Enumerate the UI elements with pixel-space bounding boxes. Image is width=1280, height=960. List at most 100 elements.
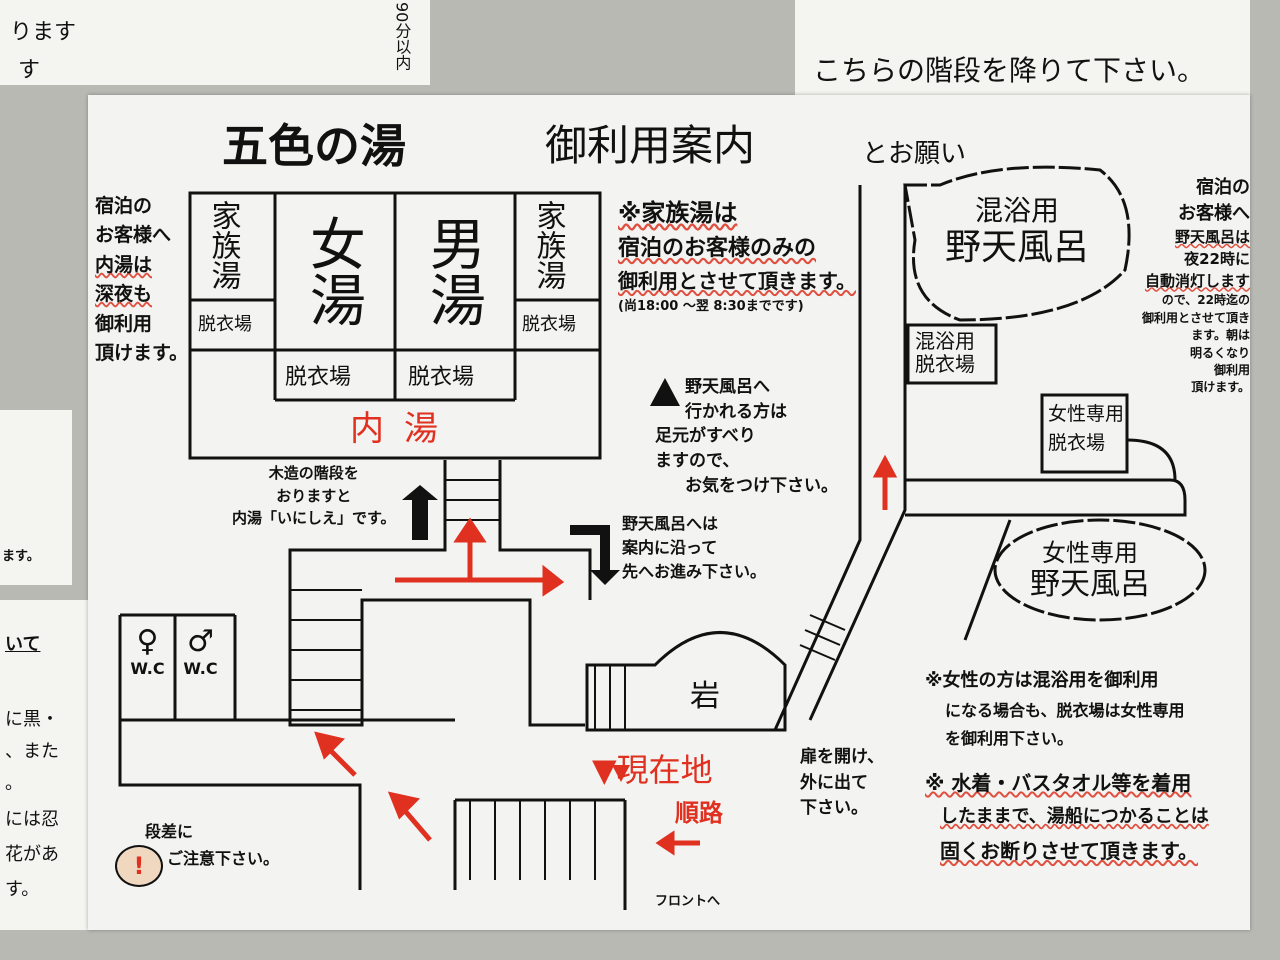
note-line: ご注意下さい。 <box>167 849 280 869</box>
note-line: 頂けます。 <box>1191 380 1250 395</box>
note-text: ります <box>10 20 77 45</box>
left-indoor-note: 宿泊の お客様へ 内湯は 深夜も 御利用 頂けます。 <box>95 192 188 369</box>
women-changing-note: ※女性の方は混浴用を御利用 になる場合も、脱衣場は女性専用 を御利用下さい。 <box>925 665 1185 753</box>
wc-women: ♀ W.C <box>125 624 170 678</box>
note-text: ます。 <box>2 549 40 564</box>
stairs-down-notice: こちらの階段を降りて下さい。 <box>813 54 1206 87</box>
note-line: 内湯「いにしえ」です。 <box>232 509 396 527</box>
note-line: 足元がすべり <box>655 426 756 447</box>
wall-note-top-left: ります す 90分以内 <box>0 0 430 85</box>
note-vertical-text: 90分以内 <box>392 2 412 71</box>
indoor-bath: 内湯 <box>350 409 458 449</box>
changing-room-men: 脱衣場 <box>408 365 475 390</box>
note-line: ますので、 <box>655 450 740 471</box>
current-location-label: ▼現在地 <box>592 751 713 789</box>
note-line: 御利用とさせて頂き <box>1141 310 1250 325</box>
label-line: 混浴用 <box>915 329 975 353</box>
open-air-caution-note: 野天風呂へ 行かれる方は 足元がすべり ますので、 お気をつけ下さい。 <box>655 375 838 498</box>
route-arrows <box>314 454 898 856</box>
note-line: (尚18:00 〜翌 8:30までです) <box>618 299 804 315</box>
poster-title: 五色の湯 <box>222 119 406 173</box>
rock-label: 岩 <box>690 679 720 714</box>
wooden-stairs-note: 木造の階段を おりますと 内湯「いにしえ」です。 <box>232 462 396 530</box>
family-bath-note: ※家族湯は 宿泊のお客様のみの 御利用とさせて頂きます。 (尚18:00 〜翌 … <box>618 195 856 317</box>
note-text: す。 <box>5 879 40 900</box>
note-line: 御利用とさせて頂きます。 <box>618 269 856 294</box>
note-line: 宿泊の <box>95 195 153 217</box>
women-open-air-bath: 女性専用 野天風呂 <box>1030 539 1150 602</box>
note-line: 自動消灯します <box>1144 271 1250 290</box>
note-line: 御利用 <box>95 312 153 335</box>
label-line: 脱衣場 <box>915 352 975 376</box>
note-line: 先へお進み下さい。 <box>622 562 767 581</box>
step-caution-note: 段差に ご注意下さい。 <box>145 818 279 872</box>
women-changing-room: 女性専用 脱衣場 <box>1048 400 1124 457</box>
warning-icon <box>650 378 680 406</box>
note-line: 野天風呂は <box>1174 228 1250 247</box>
label-line: 女性専用 <box>1048 403 1125 425</box>
note-line: になる場合も、脱衣場は女性専用 <box>945 700 1185 720</box>
label-line: 野天風呂 <box>1030 566 1150 602</box>
swimwear-prohibited-note: ※ 水着・バスタオル等を着用 したままで、湯船につかることは 固くお断りさせて頂… <box>925 765 1209 869</box>
note-line: 頂けます。 <box>95 342 189 365</box>
changing-room-women: 脱衣場 <box>285 365 352 390</box>
note-text: に黒・ <box>5 709 59 730</box>
wall-note-top-right: こちらの階段を降りて下さい。 <box>795 0 1250 108</box>
note-line: お客様へ <box>1178 203 1250 225</box>
note-line: 宿泊のお客様のみの <box>618 236 817 262</box>
family-bath-left: 家族湯 <box>205 200 241 290</box>
route-label: 順路 <box>675 799 723 827</box>
note-line: おりますと <box>276 486 352 505</box>
note-line: 扉を開け、 <box>800 747 885 767</box>
changing-room-left: 脱衣場 <box>198 314 252 335</box>
current-location-marker <box>612 765 630 782</box>
bath-guide-poster <box>88 95 1250 930</box>
note-line: ※女性の方は混浴用を御利用 <box>925 670 1159 691</box>
label-line: 脱衣場 <box>1048 431 1106 454</box>
route-guidance-note: 野天風呂へは 案内に沿って 先へお進み下さい。 <box>622 512 766 584</box>
night-lights-note: 宿泊の お客様へ 野天風呂は 夜22時に 自動消灯します ので、22時迄の 御利… <box>1080 175 1250 397</box>
note-text: には忍 <box>5 809 59 830</box>
male-icon: ♂ <box>187 624 214 659</box>
warning-icon: ! <box>115 845 163 887</box>
note-line: 外に出て <box>800 772 868 793</box>
poster-title-tail: とお願い <box>862 139 967 169</box>
note-line: 深夜も <box>95 283 153 306</box>
note-line: 野天風呂へ <box>685 377 770 397</box>
label-line: 混浴用 <box>975 194 1060 227</box>
wall-note-left: ます。 <box>0 410 72 585</box>
note-line: 内湯は <box>95 253 153 276</box>
note-line: 行かれる方は <box>685 401 787 422</box>
wall-note-left-lower: いて に黒・ 、また 。 には忍 花があ す。 <box>0 600 92 930</box>
mixed-changing-room: 混浴用 脱衣場 <box>915 330 975 376</box>
note-line: 下さい。 <box>800 798 868 818</box>
note-text: 花があ <box>5 844 59 865</box>
note-line: 宿泊の <box>1196 177 1250 198</box>
note-line: 御利用 <box>1213 363 1250 377</box>
note-line: 木造の階段を <box>268 464 359 482</box>
black-arrows <box>402 485 620 585</box>
note-line: 夜22時に <box>1184 249 1250 268</box>
note-text: す <box>18 58 41 83</box>
note-line: 野天風呂へは <box>622 514 719 533</box>
note-line: お客様へ <box>95 224 172 247</box>
note-text: いて <box>5 634 41 655</box>
note-text: 。 <box>5 773 23 794</box>
note-line: 固くお断りさせて頂きます。 <box>940 839 1198 864</box>
note-line: ※ 水着・バスタオル等を着用 <box>925 771 1192 795</box>
note-line: ます。朝は <box>1191 328 1250 343</box>
note-line: 案内に沿って <box>622 538 718 557</box>
wc-label: W.C <box>183 658 218 678</box>
note-line: 明るくなり <box>1189 345 1250 360</box>
front-desk-label: フロントへ <box>655 894 721 909</box>
note-line: 段差に <box>145 822 194 841</box>
family-bath-right: 家族湯 <box>530 200 566 290</box>
mens-bath: 男湯 <box>420 215 486 327</box>
note-line: したままで、湯船につかることは <box>940 806 1209 827</box>
note-line: ので、22時迄の <box>1161 293 1250 308</box>
note-line: お気をつけ下さい。 <box>685 475 838 496</box>
door-note: 扉を開け、 外に出て 下さい。 <box>800 745 884 822</box>
label-line: 女性専用 <box>1042 539 1138 567</box>
womens-bath: 女湯 <box>300 215 366 327</box>
